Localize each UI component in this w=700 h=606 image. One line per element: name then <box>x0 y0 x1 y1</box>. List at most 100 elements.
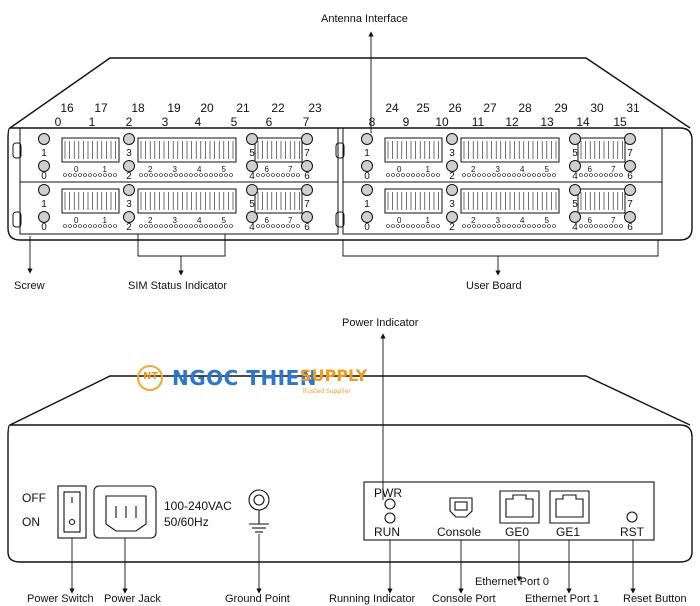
sim-status-dot <box>224 224 228 228</box>
top-number: 7 <box>303 115 310 129</box>
sim-slot-group <box>137 188 237 214</box>
sim-status-dot <box>599 173 603 177</box>
sim-slot-group <box>61 137 120 163</box>
sim-status-dot <box>204 173 208 177</box>
sim-status-dot <box>164 224 168 228</box>
sim-status-dot <box>63 224 67 228</box>
sim-status-dot <box>266 173 270 177</box>
sim-status-dot <box>406 224 410 228</box>
top-number: 27 <box>483 101 497 115</box>
sim-status-dot <box>159 173 163 177</box>
sim-status-dot <box>547 224 551 228</box>
sim-status-dot <box>93 224 97 228</box>
antenna-port-number: 1 <box>364 199 370 210</box>
sim-status-dot <box>179 224 183 228</box>
antenna-port <box>361 184 373 196</box>
sim-status-dot <box>512 224 516 228</box>
ground-point <box>248 489 270 533</box>
screw-label: Screw <box>14 280 45 292</box>
power-indicator-label: Power Indicator <box>342 317 419 329</box>
antenna-port-number: 1 <box>41 148 47 159</box>
sim-slot-number: 0 <box>74 165 79 174</box>
sim-status-dot <box>78 173 82 177</box>
top-number: 12 <box>505 115 519 129</box>
pwr-led <box>384 498 396 510</box>
screw-icon <box>335 142 345 159</box>
antenna-port-number: 5 <box>572 199 578 210</box>
sim-status-dot <box>492 173 496 177</box>
sim-slot-number: 7 <box>611 216 616 225</box>
top-number: 28 <box>518 101 532 115</box>
antenna-port-number: 1 <box>41 199 47 210</box>
sim-status-dot <box>194 224 198 228</box>
antenna-port-number: 7 <box>627 148 633 159</box>
sim-status-dot <box>542 173 546 177</box>
antenna-port <box>446 133 458 145</box>
top-number: 8 <box>369 115 376 129</box>
rear-chassis <box>7 375 693 563</box>
antenna-port-number: 0 <box>41 222 47 233</box>
antenna-port <box>569 160 581 172</box>
sim-status-dot <box>169 173 173 177</box>
sim-slot-number: 0 <box>74 216 79 225</box>
user-board-1 <box>342 127 663 235</box>
sim-slot-number: 1 <box>103 216 108 225</box>
switch-off-label: OFF <box>22 491 46 505</box>
sim-status-dot <box>199 224 203 228</box>
sim-status-dot <box>184 224 188 228</box>
sim-status-dot <box>609 173 613 177</box>
antenna-port <box>123 160 135 172</box>
sim-status-dot <box>219 173 223 177</box>
sim-status-indicator-label: SIM Status Indicator <box>128 280 228 292</box>
power-switch-label: Power Switch <box>27 593 94 605</box>
sim-status-dot <box>532 173 536 177</box>
sim-status-dot <box>169 224 173 228</box>
antenna-port-number: 3 <box>449 148 455 159</box>
sim-status-dot <box>199 173 203 177</box>
sim-status-dot <box>584 173 588 177</box>
sim-slot-number: 6 <box>588 165 593 174</box>
sim-status-dot <box>144 224 148 228</box>
sim-status-dot <box>532 224 536 228</box>
antenna-port <box>38 184 50 196</box>
sim-status-dot <box>63 173 67 177</box>
sim-slot-number: 3 <box>173 165 178 174</box>
top-number: 20 <box>200 101 214 115</box>
antenna-port <box>624 160 636 172</box>
sim-status-dot <box>93 173 97 177</box>
ge0-label: GE0 <box>505 525 530 539</box>
sim-slot-number: 6 <box>265 165 270 174</box>
sim-status-dot <box>604 173 608 177</box>
interface-box <box>363 481 655 541</box>
antenna-port-number: 2 <box>449 171 455 182</box>
sim-status-dot <box>401 173 405 177</box>
top-number: 14 <box>576 115 590 129</box>
top-number: 18 <box>131 101 145 115</box>
antenna-port-number: 7 <box>304 199 310 210</box>
sim-status-dot <box>579 173 583 177</box>
sim-slot-group <box>384 188 443 214</box>
sim-status-dot <box>209 173 213 177</box>
sim-status-dot <box>426 224 430 228</box>
top-number: 26 <box>448 101 462 115</box>
sim-status-dot <box>73 173 77 177</box>
antenna-port-number: 6 <box>304 171 310 182</box>
antenna-port <box>361 133 373 145</box>
sim-status-dot <box>619 173 623 177</box>
sim-status-dot <box>482 173 486 177</box>
sim-slot-number: 2 <box>148 165 153 174</box>
sim-status-dot <box>296 224 300 228</box>
top-number: 9 <box>403 115 410 129</box>
top-number: 13 <box>540 115 554 129</box>
sim-slot-number: 0 <box>397 216 402 225</box>
sim-status-dot <box>467 173 471 177</box>
sim-status-dot <box>78 224 82 228</box>
top-number: 3 <box>162 115 169 129</box>
antenna-port <box>301 211 313 223</box>
watermark-logo-icon <box>137 365 163 391</box>
sim-status-dot <box>154 224 158 228</box>
top-number: 25 <box>416 101 430 115</box>
sim-status-dot <box>609 224 613 228</box>
